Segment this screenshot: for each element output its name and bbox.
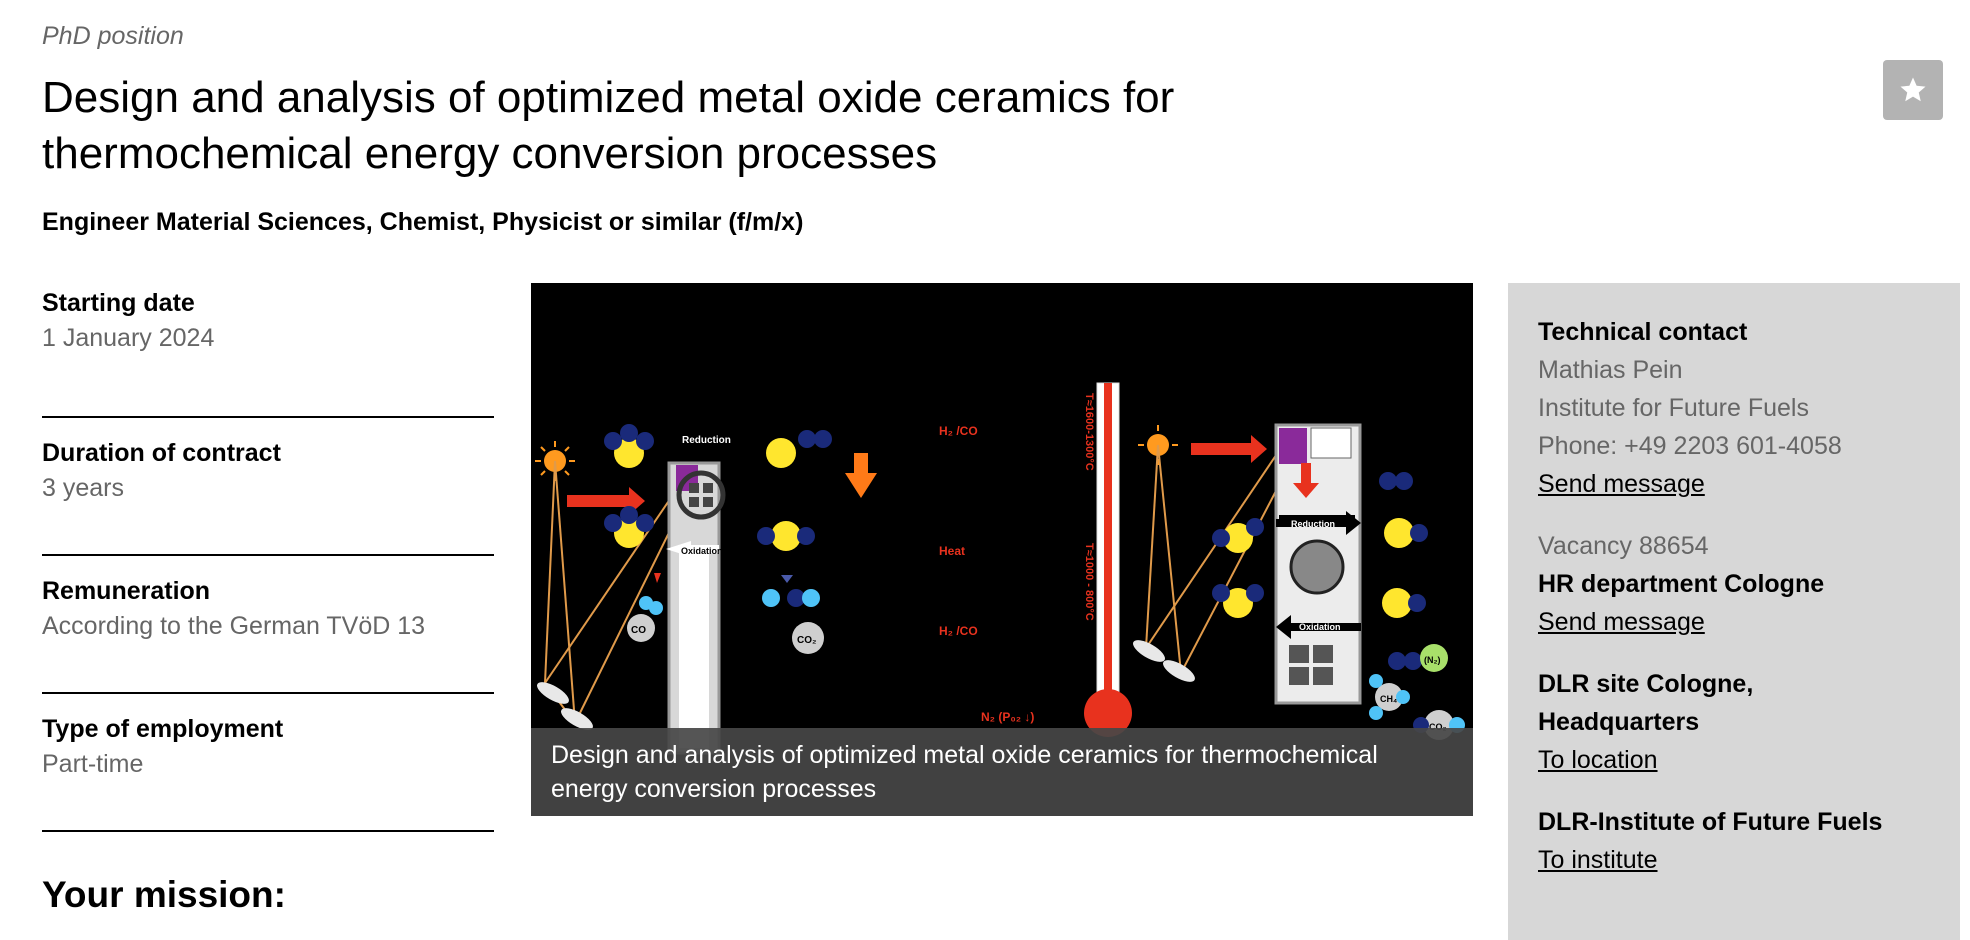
process-diagram-image: Reduction Oxidation CO CO₂ H₂ /CO Heat: [531, 283, 1473, 816]
label-temp-high: T≈1600-1300°C: [1083, 393, 1095, 471]
fact-label: Type of employment: [42, 715, 284, 743]
label-reduction-left: Reduction: [682, 435, 731, 446]
favorite-button[interactable]: [1883, 60, 1943, 120]
fact-value: Part-time: [42, 750, 144, 778]
mission-heading: Your mission:: [42, 874, 286, 915]
site-name-line2: Headquarters: [1538, 708, 1700, 736]
label-oxidation-left: Oxidation: [681, 546, 723, 556]
fact-value: 3 years: [42, 474, 124, 502]
send-message-link-hr[interactable]: Send message: [1538, 608, 1705, 636]
label-h2co-bottom: H₂ /CO: [939, 624, 978, 638]
to-location-link[interactable]: To location: [1538, 746, 1658, 774]
to-institute-link[interactable]: To institute: [1538, 846, 1658, 874]
star-icon: [1900, 77, 1926, 102]
label-temp-low: T≈1000 - 800°C: [1083, 543, 1095, 621]
label-co: CO: [631, 625, 646, 636]
position-type: PhD position: [42, 22, 184, 50]
contact-name: Mathias Pein: [1538, 356, 1683, 384]
hr-department: HR department Cologne: [1538, 570, 1825, 598]
label-reduction-right: Reduction: [1291, 519, 1335, 529]
technical-contact-label: Technical contact: [1538, 318, 1748, 346]
vacancy-number: Vacancy 88654: [1538, 532, 1709, 560]
contact-sidebar: Technical contact Mathias Pein Institute…: [1508, 283, 1960, 940]
contact-institute: Institute for Future Fuels: [1538, 394, 1809, 422]
fact-remuneration: Remuneration According to the German TVö…: [42, 556, 494, 694]
fact-employment-type: Type of employment Part-time: [42, 694, 494, 832]
molecule-icon: [1212, 472, 1465, 740]
label-n2: N₂ (P₀₂ ↓): [981, 710, 1034, 724]
fact-label: Starting date: [42, 289, 195, 317]
page-title: Design and analysis of optimized metal o…: [42, 73, 1175, 178]
site-name-line1: DLR site Cologne,: [1538, 670, 1754, 698]
fact-duration: Duration of contract 3 years: [42, 418, 494, 556]
fact-label: Remuneration: [42, 577, 211, 605]
diagram-graphic: Reduction Oxidation CO CO₂ H₂ /CO Heat: [535, 382, 1465, 755]
hr-contact-block: Vacancy 88654 HR department Cologne Send…: [1538, 527, 1930, 641]
fact-value: 1 January 2024: [42, 324, 215, 352]
fact-starting-date: Starting date 1 January 2024: [42, 280, 494, 418]
site-block: DLR site Cologne, Headquarters To locati…: [1538, 665, 1930, 779]
label-oxidation-right: Oxidation: [1299, 622, 1341, 632]
label-co2-right: CO₂: [1429, 722, 1447, 732]
send-message-link-technical[interactable]: Send message: [1538, 470, 1705, 498]
label-co2-left: CO₂: [797, 635, 816, 646]
label-ch4: CH₄: [1380, 694, 1397, 704]
job-facts: Starting date 1 January 2024 Duration of…: [42, 280, 494, 832]
label-n2-right: (N₂): [1424, 655, 1441, 665]
institute-name: DLR-Institute of Future Fuels: [1538, 808, 1883, 836]
technical-contact-block: Technical contact Mathias Pein Institute…: [1538, 313, 1930, 503]
fact-value: According to the German TVöD 13: [42, 612, 426, 640]
institute-block: DLR-Institute of Future Fuels To institu…: [1538, 803, 1930, 879]
label-h2co-top: H₂ /CO: [939, 424, 978, 438]
job-subtitle: Engineer Material Sciences, Chemist, Phy…: [42, 208, 804, 236]
fact-label: Duration of contract: [42, 439, 281, 467]
molecule-icon: [604, 424, 832, 654]
contact-phone: Phone: +49 2203 601-4058: [1538, 432, 1842, 460]
image-caption: Design and analysis of optimized metal o…: [531, 728, 1473, 816]
label-heat: Heat: [939, 544, 965, 558]
